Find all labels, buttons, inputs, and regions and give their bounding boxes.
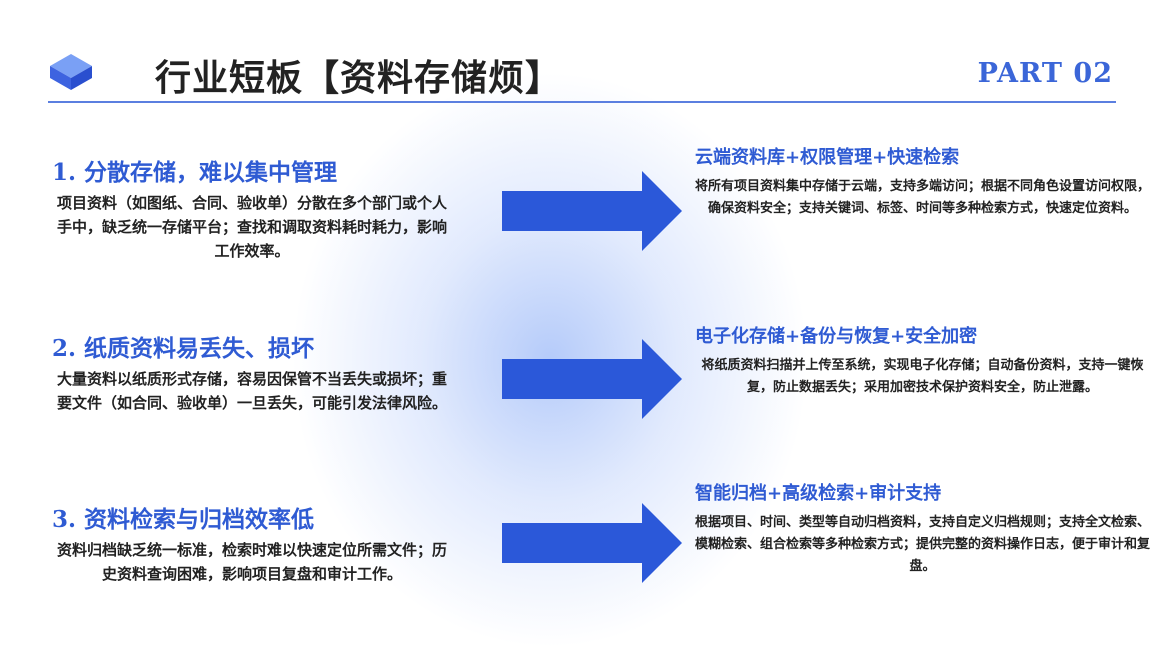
solution-description: 将所有项目资料集中存储于云端，支持多端访问；根据不同角色设置访问权限，确保资料安… xyxy=(695,179,1151,216)
solution-item-1: 云端资料库+权限管理+快速检索 将所有项目资料集中存储于云端，支持多端访问；根据… xyxy=(695,143,1150,220)
problem-title: 1. 分散存储，难以集中管理 xyxy=(52,159,338,186)
cube-logo-icon xyxy=(50,54,92,90)
solution-description: 根据项目、时间、类型等自动归档资料，支持自定义归档规则；支持全文检索、模糊检索、… xyxy=(695,515,1151,574)
right-arrow-icon xyxy=(502,503,682,583)
solution-title: 云端资料库+权限管理+快速检索 xyxy=(695,147,960,168)
problem-title: 2. 纸质资料易丢失、损坏 xyxy=(52,335,315,362)
problem-description: 资料归档缺乏统一标准，检索时难以快速定位所需文件；历史资料查询困难，影响项目复盘… xyxy=(56,541,447,583)
solution-item-2: 电子化存储+备份与恢复+安全加密 将纸质资料扫描并上传至系统，实现电子化存储；自… xyxy=(695,322,1150,399)
solution-title: 智能归档+高级检索+审计支持 xyxy=(695,483,942,504)
problem-item-1: 1. 分散存储，难以集中管理 项目资料（如图纸、合同、验收单）分散在多个部门或个… xyxy=(52,153,452,263)
right-arrow-icon xyxy=(502,339,682,419)
problem-title: 3. 资料检索与归档效率低 xyxy=(52,506,315,533)
problem-description: 大量资料以纸质形式存储，容易因保管不当丢失或损坏；重要文件（如合同、验收单）一旦… xyxy=(56,370,447,412)
header-divider xyxy=(48,101,1116,103)
problem-item-2: 2. 纸质资料易丢失、损坏 大量资料以纸质形式存储，容易因保管不当丢失或损坏；重… xyxy=(52,329,452,415)
part-label: PART 02 xyxy=(977,58,1113,89)
solution-title: 电子化存储+备份与恢复+安全加密 xyxy=(695,326,978,347)
problem-item-3: 3. 资料检索与归档效率低 资料归档缺乏统一标准，检索时难以快速定位所需文件；历… xyxy=(52,500,452,586)
page-title: 行业短板【资料存储烦】 xyxy=(155,57,563,99)
problem-description: 项目资料（如图纸、合同、验收单）分散在多个部门或个人手中，缺乏统一存储平台；查找… xyxy=(56,194,447,260)
right-arrow-icon xyxy=(502,171,682,251)
solution-description: 将纸质资料扫描并上传至系统，实现电子化存储；自动备份资料，支持一键恢复，防止数据… xyxy=(701,358,1144,395)
solution-item-3: 智能归档+高级检索+审计支持 根据项目、时间、类型等自动归档资料，支持自定义归档… xyxy=(695,479,1150,578)
